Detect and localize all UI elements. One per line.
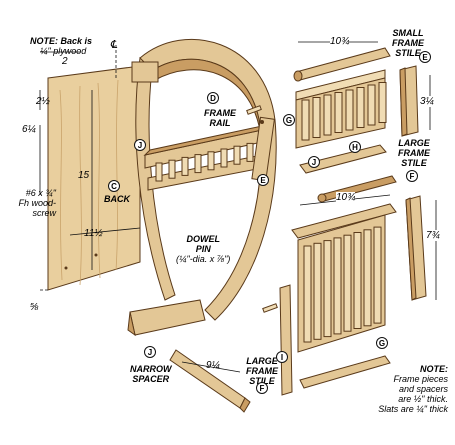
slat <box>181 156 189 176</box>
callout-bubble: D <box>207 92 219 104</box>
back-note-line-1: NOTE: Back is <box>30 36 93 46</box>
dim-7-3-4: 7¾ <box>426 230 440 241</box>
bottom-note-line-2: Frame pieces <box>393 374 448 384</box>
lfs-r-line-2: FRAME <box>398 148 430 158</box>
bottom-note: NOTE: Frame pieces and spacers are ½" th… <box>358 364 448 414</box>
dim-15: 15 <box>78 170 90 181</box>
lfs-b-line-1: LARGE <box>246 356 278 366</box>
middle-slat-frame <box>143 116 275 191</box>
slat <box>301 99 310 141</box>
slat <box>312 97 321 138</box>
callout-bubble: G <box>376 337 388 349</box>
dowel-pin-label: DOWEL PIN (¼"-dia. x ⅞") <box>176 234 230 264</box>
frame-rail-line-2: RAIL <box>209 118 231 128</box>
callout-bubble: E <box>257 174 269 186</box>
dowel-pin-line-1: DOWEL <box>186 234 220 244</box>
narrow-spacer-label: NARROW SPACER <box>130 364 172 384</box>
bottom-note-line-1: NOTE: <box>420 364 448 374</box>
slat <box>207 151 215 171</box>
slat <box>194 154 202 174</box>
callout-bubble: J <box>144 346 156 358</box>
slat <box>168 159 176 179</box>
callout-bubble: E <box>419 51 431 63</box>
dim-9-quarter: 9¼ <box>206 360 220 371</box>
slat <box>367 84 376 126</box>
sfs-line-1: SMALL <box>392 28 424 38</box>
dowel-pins <box>246 105 278 313</box>
callout-bubble: H <box>349 141 361 153</box>
lfs-r-line-1: LARGE <box>398 138 430 148</box>
dim-5-8: ⅝ <box>30 302 39 313</box>
bottom-right-assembly <box>169 195 427 413</box>
slat <box>313 242 322 340</box>
back-note: NOTE: Back is ¼" plywood <box>30 36 92 56</box>
centerline-symbol: ℄ <box>110 39 118 51</box>
narrow-spacer-line-1: NARROW <box>130 364 172 374</box>
callout-bubble: J <box>134 139 146 151</box>
callout-bubble: F <box>406 170 418 182</box>
slat <box>345 89 354 131</box>
callout-bubble: C <box>108 180 120 192</box>
slat <box>303 245 312 343</box>
slat <box>356 87 365 128</box>
back-label: BACK <box>104 194 130 204</box>
dim-2: 2 <box>62 56 68 67</box>
slat <box>155 162 163 182</box>
dim-11-half: 11½ <box>84 228 103 239</box>
slat <box>353 232 362 329</box>
back-panel <box>47 65 141 291</box>
slat <box>333 237 342 335</box>
bottom-note-line-5: Slats are ¼" thick <box>378 404 448 414</box>
bottom-note-line-3: and spacers <box>398 384 448 394</box>
slat <box>246 142 254 162</box>
dim-2-half: 2½ <box>36 96 50 107</box>
slat <box>233 145 241 165</box>
slat <box>373 226 382 324</box>
slat <box>220 148 228 168</box>
slat <box>323 240 332 338</box>
bottom-note-line-4: are ½" thick. <box>398 394 448 404</box>
screw-line-3: screw <box>32 208 56 218</box>
screw-line-1: #6 x ¾" <box>25 188 56 198</box>
narrow-spacer-line-2: SPACER <box>132 374 170 384</box>
callout-bubble: G <box>283 114 295 126</box>
slat <box>334 92 343 133</box>
large-frame-stile-bottom-label: LARGE FRAME STILE <box>246 356 278 386</box>
sfs-line-3: STILE <box>395 48 421 58</box>
callout-bubble: F <box>256 382 268 394</box>
screw-label: #6 x ¾" Fh wood- screw <box>4 188 56 218</box>
lfs-b-line-2: FRAME <box>246 366 278 376</box>
lfs-r-line-3: STILE <box>401 158 427 168</box>
dowel-pin-line-3: (¼"-dia. x ⅞") <box>176 254 231 264</box>
slat <box>343 234 352 332</box>
large-frame-stile-right-label: LARGE FRAME STILE <box>398 138 430 168</box>
dim-10-3-4-mid: 10¾ <box>336 192 356 203</box>
callout-bubble: J <box>308 156 320 168</box>
sfs-line-2: FRAME <box>392 38 424 48</box>
top-right-assembly <box>293 47 419 203</box>
dim-3-1-4: 3¼ <box>420 96 434 107</box>
frame-rail-label: FRAME RAIL <box>204 108 236 128</box>
screw-line-2: Fh wood- <box>18 198 56 208</box>
slat <box>378 82 387 123</box>
small-frame-stile-label: SMALL FRAME STILE <box>392 28 424 58</box>
dowel-pin-line-2: PIN <box>195 244 211 254</box>
back-note-line-2: ¼" plywood <box>40 46 87 56</box>
slat <box>323 94 332 136</box>
frame-rail-line-1: FRAME <box>204 108 236 118</box>
callout-bubble: I <box>276 351 288 363</box>
slat <box>363 229 372 327</box>
dim-10-3-4-top: 10¾ <box>330 36 350 47</box>
dim-6-quarter: 6¼ <box>22 124 36 135</box>
lfs-b-line-3: STILE <box>249 376 275 386</box>
